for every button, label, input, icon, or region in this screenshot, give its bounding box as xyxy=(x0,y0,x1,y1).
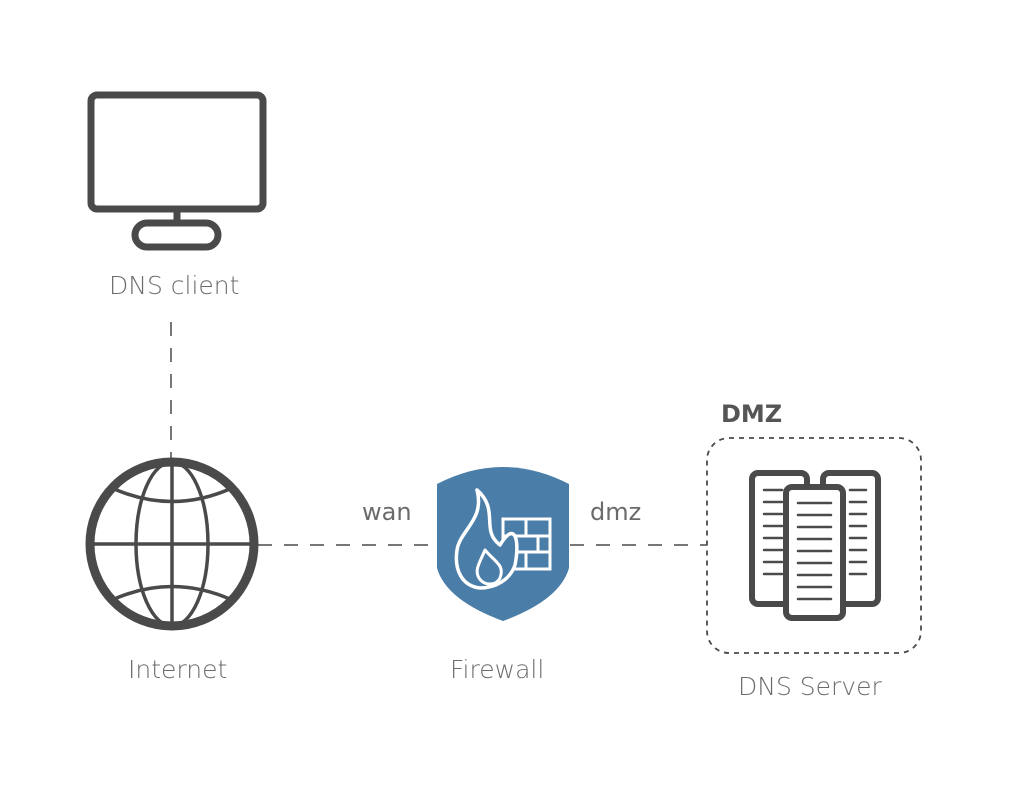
dmz-zone-box xyxy=(706,437,922,654)
dns-client-label: DNS client xyxy=(109,271,240,300)
server-rack-icon xyxy=(749,470,881,621)
monitor-icon xyxy=(87,91,267,251)
dmz-zone-label: DMZ xyxy=(721,400,783,428)
firewall-label: Firewall xyxy=(450,655,545,684)
dns-server-label: DNS Server xyxy=(738,672,882,701)
internet-label: Internet xyxy=(128,655,228,684)
dmz-edge-label: dmz xyxy=(590,498,642,526)
firewall-shield-icon xyxy=(437,467,569,621)
wan-edge-label: wan xyxy=(362,498,412,526)
globe-icon xyxy=(85,457,259,631)
